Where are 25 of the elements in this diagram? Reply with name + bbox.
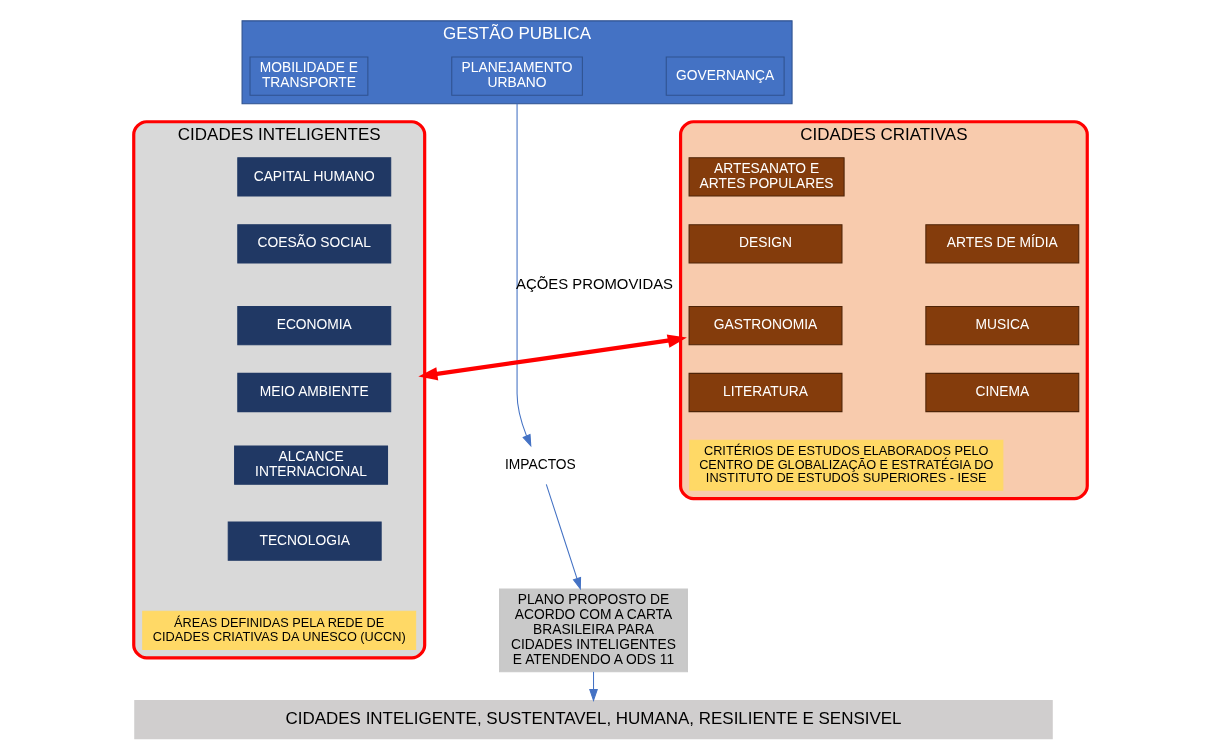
node-box: TECNOLOGIA	[227, 521, 382, 561]
node-box: ARTESANATO E ARTES POPULARES	[688, 157, 845, 197]
edge-label: AÇÕES PROMOVIDAS	[516, 275, 674, 292]
arrow	[516, 103, 532, 448]
node-box: ALCANCE INTERNACIONAL	[234, 445, 389, 485]
node-box: CRITÉRIOS DE ESTUDOS ELABORADOS PELO CENTRO DE GLOBALIZAÇÃO E ESTRATÉGIA DO INSTITUTO DE ESTUDOS SUPERIORES - IESE	[689, 439, 1004, 491]
node-box: MOBILIDADE E TRANSPORTE	[249, 56, 369, 96]
node-box: PLANEJAMENTO URBANO	[451, 56, 583, 96]
arrow	[418, 334, 687, 381]
node-box: CINEMA	[925, 372, 1080, 413]
node-box: ARTES DE MÍDIA	[925, 224, 1080, 264]
node-box: PLANO PROPOSTO DE ACORDO COM A CARTA BRASILEIRA PARA CIDADES INTELIGENTES E ATENDENDO A ODS 11	[499, 588, 688, 673]
node-box: MEIO AMBIENTE	[237, 372, 392, 413]
node-box: COESÃO SOCIAL	[237, 224, 392, 264]
node-box: CAPITAL HUMANO	[237, 157, 392, 197]
node-box: GOVERNANÇA	[665, 56, 785, 96]
node-box: LITERATURA	[688, 372, 843, 413]
node-box: ECONOMIA	[237, 305, 392, 346]
node-box: CIDADES INTELIGENTE, SUSTENTAVEL, HUMANA, RESILIENTE E SENSIVEL	[134, 699, 1053, 740]
node-text: IMPACTOS	[505, 456, 576, 472]
node-box: ÁREAS DEFINIDAS PELA REDE DE CIDADES CRIATIVAS DA UNESCO (UCCN)	[142, 610, 417, 650]
arrow	[545, 483, 582, 591]
node-box: GASTRONOMIA	[688, 305, 843, 346]
node-box: DESIGN	[688, 224, 843, 264]
node-box: MUSICA	[925, 305, 1080, 346]
